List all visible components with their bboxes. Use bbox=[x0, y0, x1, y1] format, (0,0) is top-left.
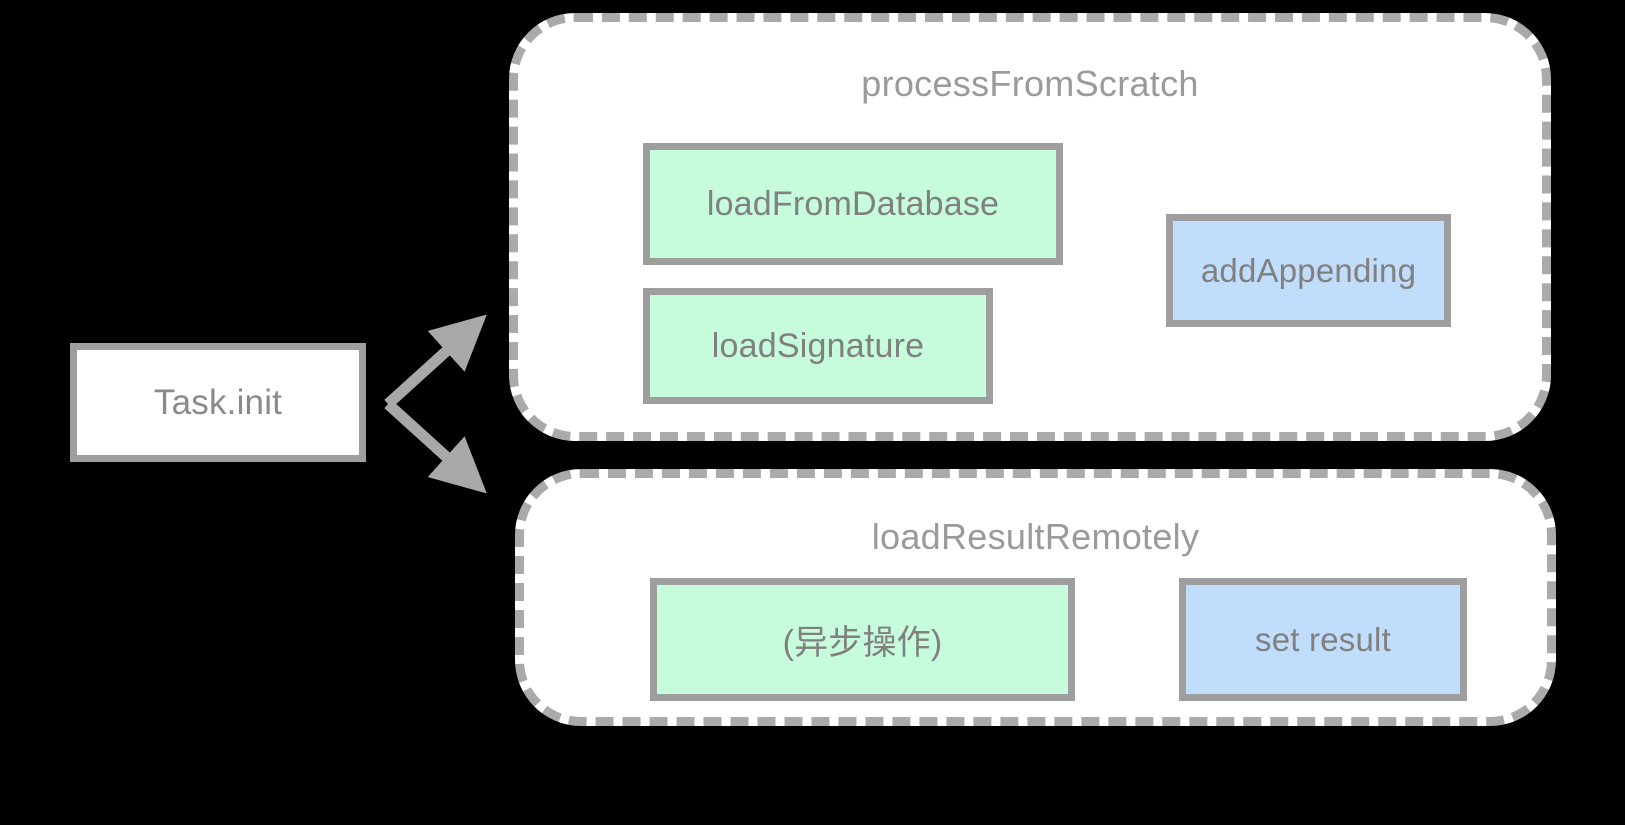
node-add-appending-label: addAppending bbox=[1200, 251, 1417, 289]
node-task-init[interactable]: Task.init bbox=[70, 343, 366, 462]
node-load-from-database-label: loadFromDatabase bbox=[706, 184, 1000, 223]
node-add-appending[interactable]: addAppending bbox=[1166, 214, 1451, 327]
node-set-result[interactable]: set result bbox=[1179, 578, 1467, 701]
node-load-signature-label: loadSignature bbox=[711, 326, 925, 365]
node-load-from-database[interactable]: loadFromDatabase bbox=[643, 143, 1063, 265]
group-load-result-remotely[interactable]: loadResultRemotely (异步操作) set result bbox=[515, 469, 1556, 726]
group-process-from-scratch[interactable]: processFromScratch loadFromDatabase load… bbox=[509, 13, 1551, 441]
node-task-init-label: Task.init bbox=[153, 382, 283, 422]
arrow-to-load-result-remotely bbox=[384, 399, 487, 494]
node-set-result-label: set result bbox=[1255, 620, 1391, 658]
arrow-to-process-from-scratch bbox=[384, 314, 487, 409]
group-process-from-scratch-title: processFromScratch bbox=[861, 63, 1199, 104]
group-load-result-remotely-title: loadResultRemotely bbox=[871, 516, 1200, 557]
node-async-operation-label: (异步操作) bbox=[782, 624, 943, 662]
node-async-operation[interactable]: (异步操作) bbox=[650, 578, 1075, 701]
node-load-signature[interactable]: loadSignature bbox=[643, 288, 993, 404]
